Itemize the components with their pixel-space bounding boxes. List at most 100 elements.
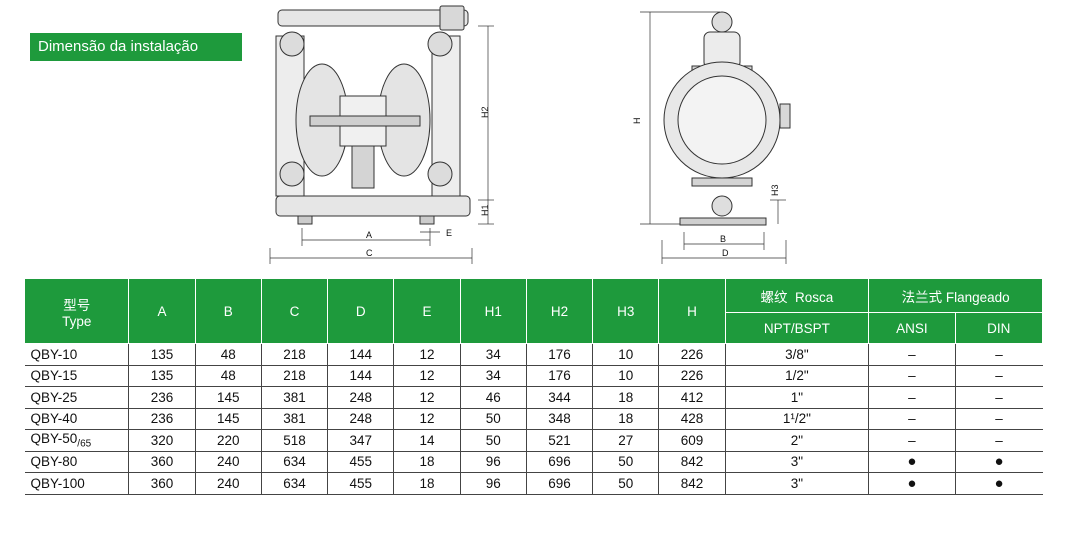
cell-b: 220	[194, 429, 262, 452]
cell-din: –	[954, 386, 1043, 409]
cell-d: 248	[327, 408, 394, 430]
cell-c: 634	[260, 472, 328, 495]
header-type-cn: 型号	[63, 297, 91, 313]
header-col: E	[393, 278, 461, 344]
cell-h2: 696	[525, 451, 593, 473]
header-rosca: 螺纹 Rosca	[724, 278, 870, 313]
ansi-unavailable-dash: –	[908, 389, 916, 405]
cell-type: QBY-50/65	[24, 429, 129, 452]
cell-h: 842	[658, 472, 726, 495]
cell-rosca: 3"	[724, 451, 869, 473]
header-flange: 法兰式 Flangeado	[868, 278, 1043, 313]
dim-label-d: D	[722, 248, 729, 258]
cell-type-text: QBY-10	[30, 346, 78, 362]
cell-h1: 34	[459, 343, 527, 366]
dim-label-h2: H2	[480, 106, 490, 118]
dim-label-h1: H1	[480, 204, 490, 216]
header-col: H	[658, 278, 726, 344]
din-unavailable-dash: –	[995, 368, 1003, 384]
header-col: A	[128, 278, 196, 344]
cell-type-text: QBY-25	[30, 389, 78, 405]
cell-d: 248	[327, 386, 394, 409]
dim-label-c: C	[366, 248, 373, 258]
table-subheader-row: NPT/BSPT ANSI DIN	[25, 312, 1044, 344]
ansi-unavailable-dash: –	[908, 432, 916, 448]
side-dimensions	[640, 11, 787, 264]
cell-h3: 18	[592, 386, 659, 409]
cell-a: 135	[128, 365, 196, 387]
cell-ansi: –	[868, 343, 956, 366]
cell-type: QBY-100	[24, 472, 129, 495]
cell-h3: 27	[592, 429, 659, 452]
cell-h3: 10	[592, 365, 659, 387]
cell-rosca: 3/8"	[724, 343, 869, 366]
header-rosca-sub: NPT/BSPT	[724, 312, 870, 344]
cell-type: QBY-40	[24, 408, 129, 430]
cell-rosca: 1/2"	[724, 365, 869, 387]
cell-a: 135	[128, 343, 196, 366]
section-heading: Dimensão da instalação	[30, 33, 242, 61]
cell-h: 412	[658, 386, 726, 409]
dim-label-h3: H3	[770, 184, 780, 196]
ansi-unavailable-dash: –	[908, 411, 916, 427]
cell-rosca: 1¹/2"	[724, 408, 869, 430]
cell-e: 12	[393, 386, 461, 409]
cell-h1: 34	[459, 365, 527, 387]
cell-type: QBY-80	[24, 451, 129, 473]
dim-label-b: B	[720, 234, 726, 244]
header-din: DIN	[954, 312, 1044, 344]
header-type: 型号 Type	[23, 278, 130, 344]
cell-h2: 521	[525, 429, 593, 452]
front-view	[275, 5, 471, 225]
cell-c: 218	[260, 365, 328, 387]
cell-e: 12	[393, 343, 461, 366]
cell-c: 518	[260, 429, 328, 452]
cell-ansi: –	[868, 386, 956, 409]
cell-d: 455	[327, 451, 394, 473]
dimension-table: 型号 Type A B C D E H1 H2 H3 H 螺纹 Rosca 法兰…	[23, 278, 1044, 495]
cell-c: 218	[260, 343, 328, 366]
cell-h2: 344	[525, 386, 593, 409]
cell-a: 360	[128, 472, 196, 495]
cell-d: 144	[327, 365, 394, 387]
cell-b: 240	[194, 451, 262, 473]
cell-din: –	[954, 429, 1043, 452]
ansi-available-dot: ●	[907, 453, 917, 471]
din-unavailable-dash: –	[995, 432, 1003, 448]
cell-d: 455	[327, 472, 394, 495]
cell-type: QBY-10	[24, 343, 129, 366]
cell-a: 320	[128, 429, 196, 452]
cell-h1: 50	[459, 408, 527, 430]
cell-din: ●	[954, 451, 1043, 473]
cell-e: 18	[393, 472, 461, 495]
cell-a: 236	[128, 386, 196, 409]
cell-h1: 46	[459, 386, 527, 409]
cell-din: ●	[954, 472, 1043, 495]
cell-h1: 96	[459, 472, 527, 495]
cell-h3: 18	[592, 408, 659, 430]
cell-c: 381	[260, 386, 328, 409]
cell-b: 240	[194, 472, 262, 495]
front-dimensions	[269, 25, 494, 264]
cell-ansi: ●	[868, 451, 956, 473]
cell-e: 12	[393, 408, 461, 430]
cell-h: 609	[658, 429, 726, 452]
table-header-row: 型号 Type A B C D E H1 H2 H3 H 螺纹 Rosca 法兰…	[23, 278, 1043, 344]
cell-ansi: –	[868, 408, 956, 430]
installation-drawing: A C E H2 H1 H H3 B D	[269, 5, 791, 264]
header-col: H2	[525, 278, 594, 344]
cell-din: –	[954, 343, 1043, 366]
cell-type-text: QBY-40	[30, 411, 78, 427]
header-col: H1	[459, 278, 527, 344]
cell-ansi: –	[868, 365, 956, 387]
dim-label-e: E	[446, 228, 452, 238]
cell-type-suffix: /65	[77, 438, 92, 450]
cell-h: 226	[658, 365, 726, 387]
cell-e: 14	[393, 429, 461, 452]
din-available-dot: ●	[994, 453, 1004, 471]
